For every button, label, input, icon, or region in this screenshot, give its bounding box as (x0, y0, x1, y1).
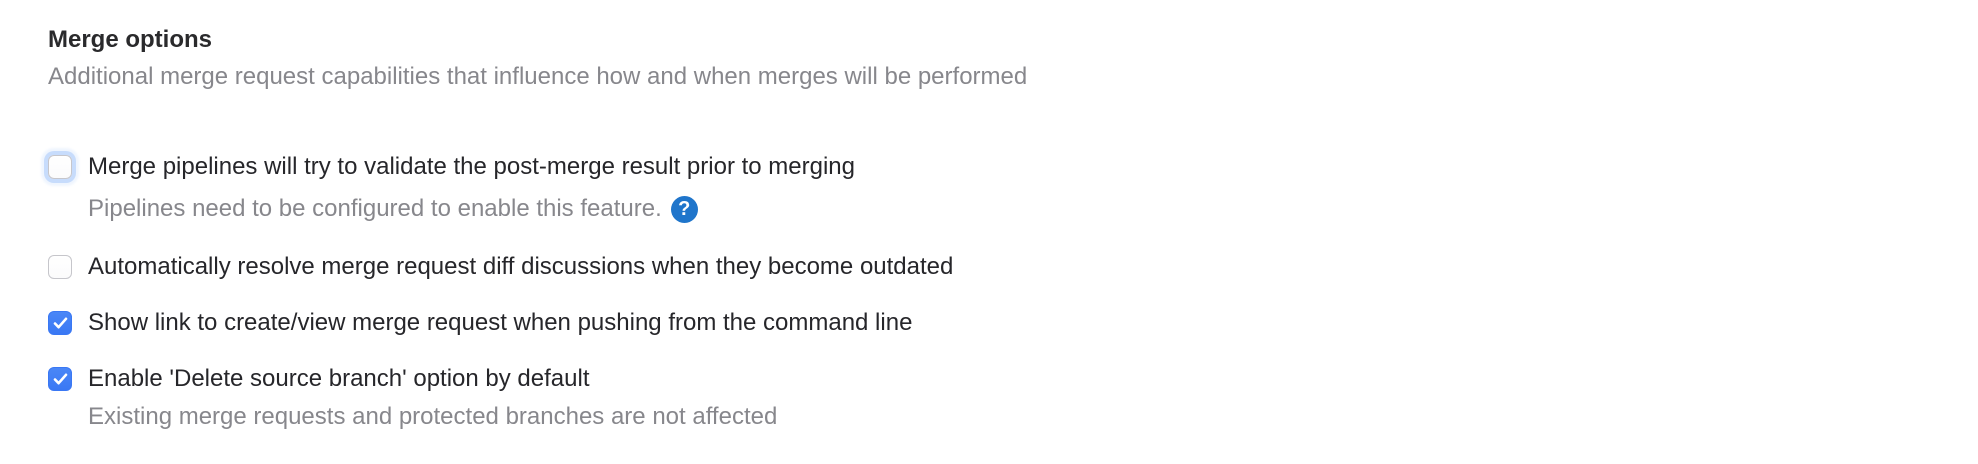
delete-source-branch-help: Existing merge requests and protected br… (88, 402, 1978, 432)
merge-pipelines-help: Pipelines need to be configured to enabl… (88, 194, 1978, 224)
section-subtitle: Additional merge request capabilities th… (48, 63, 1028, 90)
option-resolve-discussions: Automatically resolve merge request diff… (48, 252, 1978, 282)
delete-source-branch-checkbox[interactable] (48, 367, 72, 391)
resolve-discussions-checkbox[interactable] (48, 255, 72, 279)
option-show-mr-link: Show link to create/view merge request w… (48, 308, 1978, 338)
checkmark-icon (53, 317, 67, 328)
delete-source-branch-label[interactable]: Enable 'Delete source branch' option by … (88, 365, 590, 392)
merge-pipelines-checkbox[interactable] (48, 155, 72, 179)
option-merge-pipelines: Merge pipelines will try to validate the… (48, 152, 1978, 182)
show-mr-link-label[interactable]: Show link to create/view merge request w… (88, 309, 913, 336)
section-title: Merge options (48, 26, 213, 53)
question-mark-icon[interactable]: ? (670, 195, 698, 223)
checkmark-icon (53, 373, 67, 384)
show-mr-link-checkbox[interactable] (48, 311, 72, 335)
merge-pipelines-help-text: Pipelines need to be configured to enabl… (88, 195, 662, 222)
option-delete-source-branch: Enable 'Delete source branch' option by … (48, 364, 1978, 394)
delete-source-branch-help-text: Existing merge requests and protected br… (88, 403, 778, 430)
merge-pipelines-label[interactable]: Merge pipelines will try to validate the… (88, 153, 856, 180)
resolve-discussions-label[interactable]: Automatically resolve merge request diff… (88, 253, 954, 280)
